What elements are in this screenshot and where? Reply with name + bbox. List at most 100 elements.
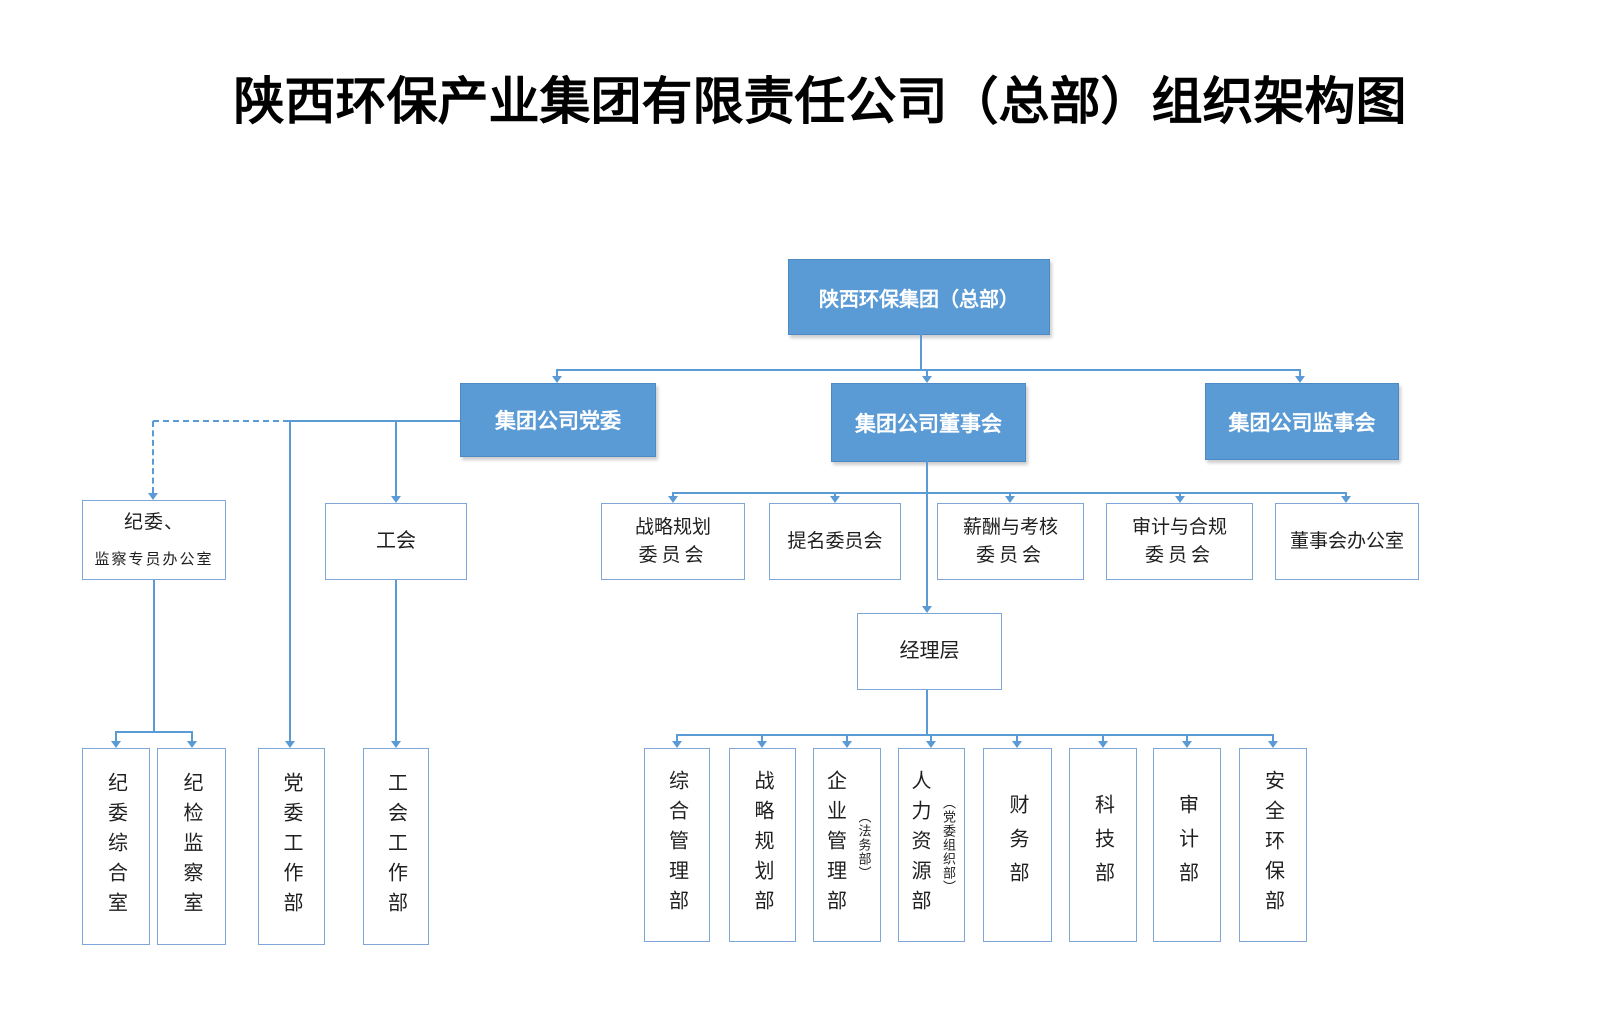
connector-committee3-stub	[1009, 492, 1011, 498]
node-strategic-planning-dept: 战略规划部	[729, 748, 796, 942]
connector-board-stub	[926, 369, 928, 377]
arrow-to-dept8	[1268, 741, 1278, 748]
connector-dept5-stub	[1016, 734, 1018, 743]
committee-line1: 提名委员会	[787, 530, 883, 552]
node-discipline-supervision-office: 纪检监察室	[157, 748, 226, 945]
node-management-layer-label: 经理层	[899, 640, 960, 662]
vert-label: 纪检监察室	[180, 771, 202, 922]
connector-management-down	[926, 690, 928, 736]
arrow-to-committee5	[1341, 496, 1351, 503]
committee-line2: 委员会	[975, 544, 1045, 566]
connector-top-branch	[557, 369, 1301, 371]
vert-label: 纪委综合室	[104, 771, 127, 922]
node-audit-compliance-committee: 审计与合规 委员会	[1106, 503, 1253, 580]
arrow-to-dept5	[1012, 741, 1022, 748]
connector-dept3-stub	[846, 734, 848, 743]
connector-to-party-work-dept	[289, 421, 291, 741]
connector-party-stub	[556, 369, 558, 377]
node-finance-dept: 财务部	[983, 748, 1052, 942]
committee-line1: 董事会办公室	[1289, 530, 1404, 552]
vert-label: 人力资源部	[908, 770, 930, 920]
node-enterprise-management-dept: 企业管理部 （法务部）	[813, 748, 881, 942]
arrow-to-dept2	[757, 741, 767, 748]
node-management-layer: 经理层	[857, 613, 1002, 690]
node-party-committee: 集团公司党委	[460, 383, 656, 457]
arrow-to-discipline-office	[148, 493, 158, 500]
arrow-to-union	[391, 496, 401, 503]
connector-committee4-stub	[1179, 492, 1181, 498]
arrow-to-union-work-dept	[391, 741, 401, 748]
vert-annotation: （党委组织部）	[941, 796, 956, 894]
node-discipline-line1: 纪委、	[123, 512, 184, 534]
node-party-committee-label: 集团公司党委	[495, 410, 621, 433]
connector-room1-stub	[115, 731, 117, 742]
arrow-to-management	[922, 606, 932, 613]
arrow-to-supervisory	[1295, 376, 1305, 383]
vert-label: 工会工作部	[384, 771, 407, 922]
node-board-of-directors: 集团公司董事会	[831, 383, 1026, 462]
connector-committee5-stub	[1345, 492, 1347, 498]
node-human-resources-dept: 人力资源部 （党委组织部）	[898, 748, 965, 942]
connector-dept4-stub	[930, 734, 932, 743]
connector-dept7-stub	[1186, 734, 1188, 743]
node-compensation-assessment-committee: 薪酬与考核 委员会	[937, 503, 1084, 580]
connector-discipline-down	[153, 580, 155, 733]
committee-line2: 委员会	[638, 544, 708, 566]
node-nomination-committee: 提名委员会	[769, 503, 901, 580]
node-headquarters: 陕西环保集团（总部）	[788, 259, 1050, 335]
node-labor-union-label: 工会	[376, 530, 416, 552]
vert-label: 企业管理部	[823, 770, 846, 920]
node-board-of-directors-label: 集团公司董事会	[855, 412, 1002, 436]
arrow-to-dept1	[672, 741, 682, 748]
node-discipline-general-office: 纪委综合室	[82, 748, 150, 945]
vert-label: 战略规划部	[751, 770, 773, 920]
arrow-to-committee2	[830, 496, 840, 503]
arrow-to-dept7	[1182, 741, 1192, 748]
arrow-to-board	[922, 376, 932, 383]
connector-committee1-stub	[672, 492, 674, 498]
node-discipline-inspection-office: 纪委、 监察专员办公室	[82, 500, 226, 580]
connector-dept6-stub	[1102, 734, 1104, 743]
connector-discipline-split	[115, 731, 193, 733]
node-labor-union: 工会	[325, 503, 467, 580]
arrow-to-dept6	[1098, 741, 1108, 748]
committee-line1: 薪酬与考核	[962, 516, 1058, 538]
node-headquarters-label: 陕西环保集团（总部）	[819, 288, 1019, 311]
node-audit-dept: 审计部	[1153, 748, 1221, 942]
connector-to-union	[395, 421, 397, 497]
committee-line1: 审计与合规	[1131, 516, 1227, 538]
node-general-management-dept: 综合管理部	[644, 748, 710, 942]
node-board-office: 董事会办公室	[1275, 503, 1419, 580]
connector-dept2-stub	[761, 734, 763, 743]
connector-dept1-stub	[676, 734, 678, 743]
vert-annotation: （法务部）	[856, 810, 872, 880]
connector-union-down	[395, 580, 397, 742]
connector-board-to-management	[926, 460, 928, 607]
connector-supervisory-stub	[1299, 369, 1301, 377]
node-technology-dept: 科技部	[1069, 748, 1137, 942]
connector-room2-stub	[191, 731, 193, 742]
arrow-to-dept4	[926, 741, 936, 748]
arrow-to-dept3	[842, 741, 852, 748]
arrow-to-party	[552, 376, 562, 383]
connector-party-left-h	[288, 420, 460, 422]
connector-dept-branch	[676, 734, 1274, 736]
connector-party-dashed-h	[153, 420, 289, 422]
arrow-to-discipline-general	[111, 741, 121, 748]
arrow-to-discipline-supervision	[187, 741, 197, 748]
arrow-to-committee1	[668, 496, 678, 503]
node-party-work-dept: 党委工作部	[258, 748, 325, 945]
node-safety-environment-dept: 安全环保部	[1239, 748, 1307, 942]
vert-label: 安全环保部	[1261, 770, 1284, 920]
vert-label: 综合管理部	[665, 770, 688, 920]
connector-dept8-stub	[1272, 734, 1274, 743]
committee-line2: 委员会	[1144, 544, 1214, 566]
committee-line1: 战略规划	[634, 516, 711, 538]
page-title: 陕西环保产业集团有限责任公司（总部）组织架构图	[233, 75, 1407, 131]
connector-discipline-dashed-v	[152, 421, 154, 493]
node-discipline-line2: 监察专员办公室	[94, 550, 214, 568]
vert-label: 审计部	[1175, 794, 1198, 896]
connector-hq-stub	[920, 333, 922, 371]
vert-label: 党委工作部	[280, 771, 302, 922]
